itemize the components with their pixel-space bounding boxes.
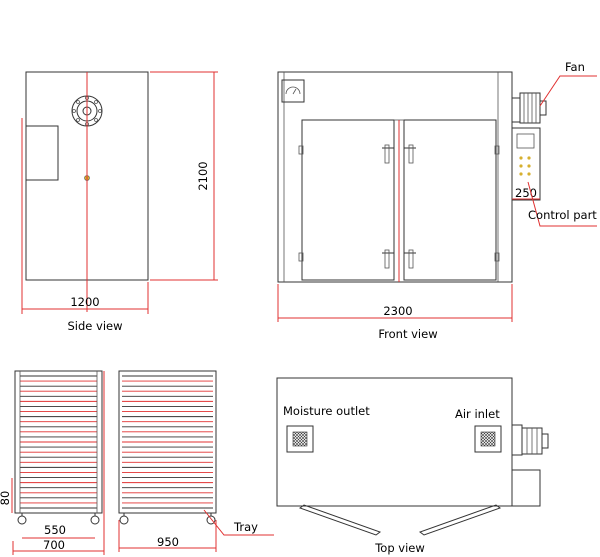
side-panel <box>25 125 59 181</box>
fan-mount <box>511 97 521 123</box>
side-view: 2100 1200 Side view <box>21 71 218 333</box>
moisture-outlet-label: Moisture outlet <box>283 404 370 418</box>
tray-frame <box>118 370 217 514</box>
top-left-door <box>298 504 382 536</box>
front-body <box>277 71 513 283</box>
front-width-dim: 2300 <box>383 304 412 318</box>
door-handles <box>382 144 416 269</box>
control-part-label: Control part <box>528 208 597 222</box>
tray-label: Tray <box>233 520 258 534</box>
trolley-side: 80 550 700 <box>0 370 105 555</box>
wheel <box>119 515 129 525</box>
front-view-label: Front view <box>378 327 437 341</box>
trolley-shelves <box>20 375 97 509</box>
trolley-550-dim: 550 <box>44 523 66 537</box>
control-box <box>511 127 541 201</box>
trolley-front: 950 Tray <box>118 370 274 552</box>
top-right-door <box>418 504 502 536</box>
trolley-700-dim: 700 <box>43 538 65 552</box>
tray-shelves <box>122 375 213 509</box>
thermometer-gauge <box>281 79 305 103</box>
fan-motor <box>519 92 541 124</box>
fan-label: Fan <box>565 60 585 74</box>
wheel <box>17 515 27 525</box>
flange-bolts <box>72 96 102 126</box>
tray-950-dim: 950 <box>157 535 179 549</box>
top-control-box <box>511 469 541 507</box>
wheel <box>90 515 100 525</box>
left-door <box>301 119 395 281</box>
top-view-label: Top view <box>374 541 425 555</box>
air-inlet-label: Air inlet <box>455 407 500 421</box>
trolley-frame <box>14 370 103 514</box>
moisture-outlet-vent <box>286 425 314 453</box>
air-inlet-vent <box>474 425 502 453</box>
control-gap-dim: 250 <box>515 186 537 200</box>
side-view-label: Side view <box>67 319 122 333</box>
right-door <box>403 119 497 281</box>
side-height-dim: 2100 <box>196 161 210 190</box>
side-width-dim: 1200 <box>70 295 99 309</box>
control-buttons <box>519 156 531 176</box>
top-body <box>276 377 513 507</box>
trolley-80-dim: 80 <box>0 491 12 506</box>
top-view: Moisture outlet Air inlet Top view <box>276 377 549 555</box>
front-view: 250 Fan Control part 2300 Front view <box>277 60 597 341</box>
